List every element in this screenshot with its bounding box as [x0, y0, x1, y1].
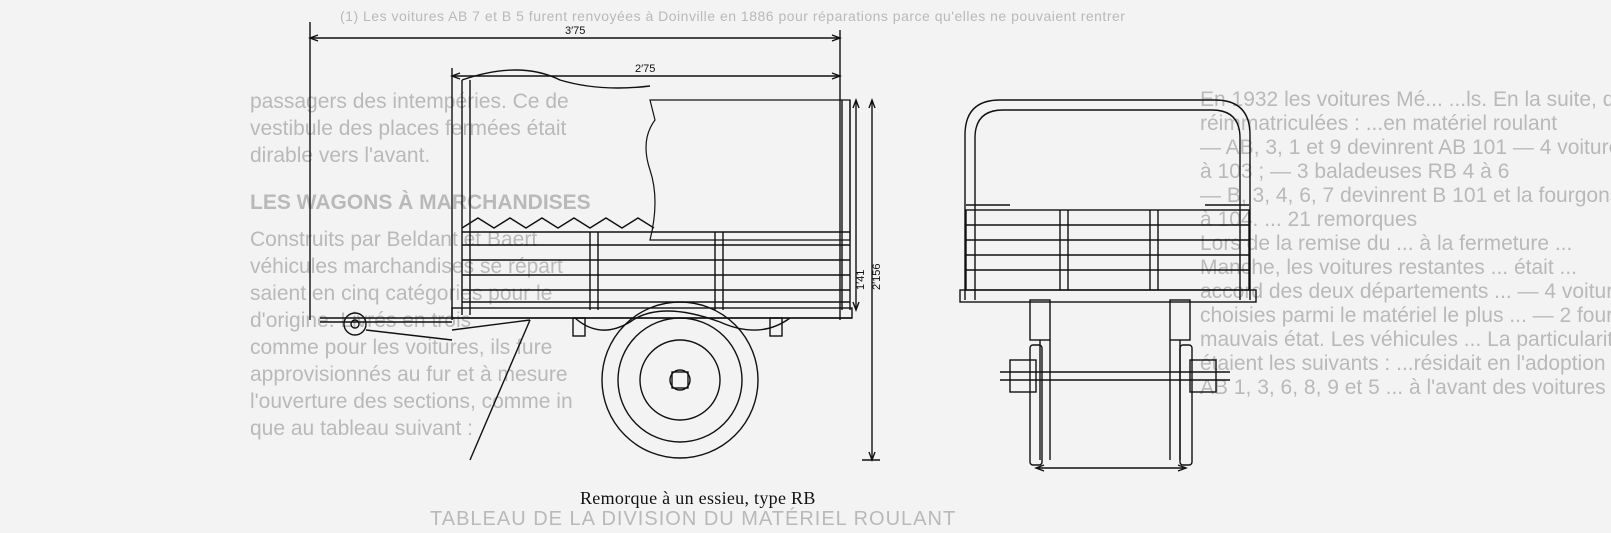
ghost-line: réimmatriculées : ...en matériel roulant — [1200, 112, 1558, 135]
ghost-line: que au tableau suivant : — [250, 417, 474, 440]
bleed-through-table-heading: TABLEAU DE LA DIVISION DU MATÉRIEL ROULA… — [430, 508, 957, 530]
figure-caption: Remorque à un essieu, type RB — [580, 488, 816, 508]
ghost-line: à 103 ; — 3 baladeuses RB 4 à 6 — [1200, 160, 1510, 183]
ghost-line: d'origine. Livrés en trois — [250, 309, 472, 332]
ghost-line: accord des deux départements ... — 4 voi… — [1200, 280, 1611, 303]
ghost-line: — AB, 3, 1 et 9 devinrent AB 101 — 4 voi… — [1200, 136, 1611, 159]
ghost-line: véhicules marchandises se répart — [250, 255, 563, 278]
ghost-line: comme pour les voitures, ils fure — [250, 336, 553, 359]
ghost-line: dirable vers l'avant. — [250, 144, 431, 167]
ghost-line: vestibule des places fermées était — [250, 117, 567, 140]
ghost-line: LES WAGONS À MARCHANDISES — [250, 191, 591, 214]
end-elevation — [959, 99, 1257, 472]
dimension-body-length: 2′75 — [635, 63, 655, 75]
ghost-line: à 104. ... 21 remorques — [1200, 208, 1418, 231]
ghost-line: Manche, les voitures restantes ... était… — [1200, 256, 1578, 279]
ghost-line: choisies parmi le matériel le plus ... —… — [1200, 304, 1611, 327]
dimension-total-height: 2′156 — [871, 263, 883, 290]
bleed-through-right-column: En 1932 les voitures Mé... ...ls. En la … — [1200, 88, 1611, 400]
ghost-line: AB 1, 3, 6, 8, 9 et 5 ... à l'avant des … — [1200, 376, 1606, 399]
side-elevation — [308, 22, 880, 462]
dimension-overall-length: 3′75 — [565, 25, 585, 37]
ghost-line: mauvais état. Les véhicules ... La parti… — [1200, 328, 1611, 351]
ghost-line: Lors de la remise du ... à la fermeture … — [1200, 232, 1573, 255]
ghost-line: saient en cinq catégories pour le — [250, 282, 553, 305]
ghost-line: approvisionnés au fur et à mesure — [250, 363, 568, 386]
ghost-line: — B, 3, 4, 6, 7 devinrent B 101 et la fo… — [1200, 184, 1611, 207]
ghost-line: En 1932 les voitures Mé... ...ls. En la … — [1200, 88, 1611, 111]
ghost-line: passagers des intempéries. Ce de — [250, 90, 569, 113]
dimension-side-height: 1′41 — [855, 270, 867, 290]
ghost-line: étaient les suivants : ...résidait en l'… — [1200, 352, 1606, 375]
bleed-through-left-column: passagers des intempéries. Ce de vestibu… — [250, 88, 591, 442]
bleed-through-footnote: (1) Les voitures AB 7 et B 5 furent renv… — [340, 8, 1126, 24]
